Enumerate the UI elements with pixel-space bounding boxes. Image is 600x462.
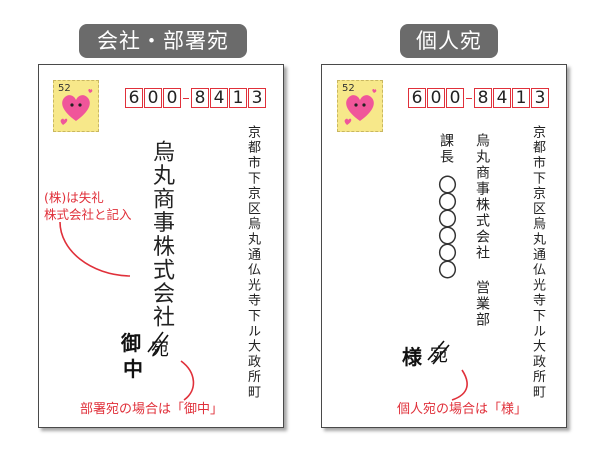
zip-digit: 0 xyxy=(427,88,445,108)
stamp: 52 xyxy=(53,80,99,132)
postcard-personal: 52 6 0 0 8 4 1 3 京都市下京区烏丸通仏光寺下ル大政所町 烏丸商事… xyxy=(321,64,567,428)
zip-digit: 8 xyxy=(191,88,209,108)
zip-digit: 8 xyxy=(474,88,492,108)
job-title: 課長 xyxy=(438,133,454,165)
zip-digit: 6 xyxy=(408,88,426,108)
zip-digit: 3 xyxy=(531,88,549,108)
zip-digit: 4 xyxy=(210,88,228,108)
address: 京都市下京区烏丸通仏光寺下ル大政所町 xyxy=(245,125,260,401)
strike-mark xyxy=(427,340,450,365)
caption-personal: 個人宛の場合は「様」 xyxy=(397,402,528,417)
stamp-value: 52 xyxy=(342,83,355,94)
leader-line xyxy=(451,369,468,401)
strike-mark xyxy=(147,331,169,356)
crossed-ate: 宛 xyxy=(430,345,448,366)
zip-digit: 4 xyxy=(493,88,511,108)
heading-personal: 個人宛 xyxy=(400,24,498,58)
stamp: 52 xyxy=(337,80,383,132)
zip-digit: 0 xyxy=(163,88,181,108)
zip-digit: 6 xyxy=(125,88,143,108)
honorific-gochu-1: 御 xyxy=(121,331,141,355)
zip-separator xyxy=(466,97,472,99)
note-kabu-line1: (株)は失礼 xyxy=(44,190,104,205)
person-name: 〇〇〇〇〇〇 xyxy=(435,175,457,277)
heart-icon xyxy=(60,89,93,125)
zip-code: 6 0 0 8 4 1 3 xyxy=(408,87,550,109)
caption-company: 部署宛の場合は「御中」 xyxy=(80,402,224,417)
leader-line xyxy=(180,360,195,401)
zip-digit: 3 xyxy=(248,88,266,108)
zip-digit: 1 xyxy=(229,88,247,108)
honorific-gochu-2: 中 xyxy=(123,357,143,381)
heading-company: 会社・部署宛 xyxy=(79,24,247,58)
address: 京都市下京区烏丸通仏光寺下ル大政所町 xyxy=(530,125,545,401)
zip-code: 6 0 0 8 4 1 3 xyxy=(125,87,267,109)
zip-digit: 0 xyxy=(144,88,162,108)
zip-separator xyxy=(183,97,189,99)
department: 営業部 xyxy=(474,280,490,328)
zip-digit: 0 xyxy=(446,88,464,108)
stamp-value: 52 xyxy=(58,83,71,94)
crossed-ate: 宛 xyxy=(151,339,169,360)
heart-icon xyxy=(344,89,377,125)
postcard-company: 52 6 0 0 8 4 1 3 京都市下京区烏丸通仏光寺下ル大政所町 烏丸商事… xyxy=(38,64,284,428)
zip-digit: 1 xyxy=(512,88,530,108)
note-kabu-line2: 株式会社と記入 xyxy=(44,207,132,222)
company-name: 烏丸商事株式会社 xyxy=(474,133,490,261)
company-name: 烏丸商事株式会社 xyxy=(149,140,174,329)
leader-line xyxy=(59,221,131,277)
honorific-sama: 様 xyxy=(402,345,422,369)
